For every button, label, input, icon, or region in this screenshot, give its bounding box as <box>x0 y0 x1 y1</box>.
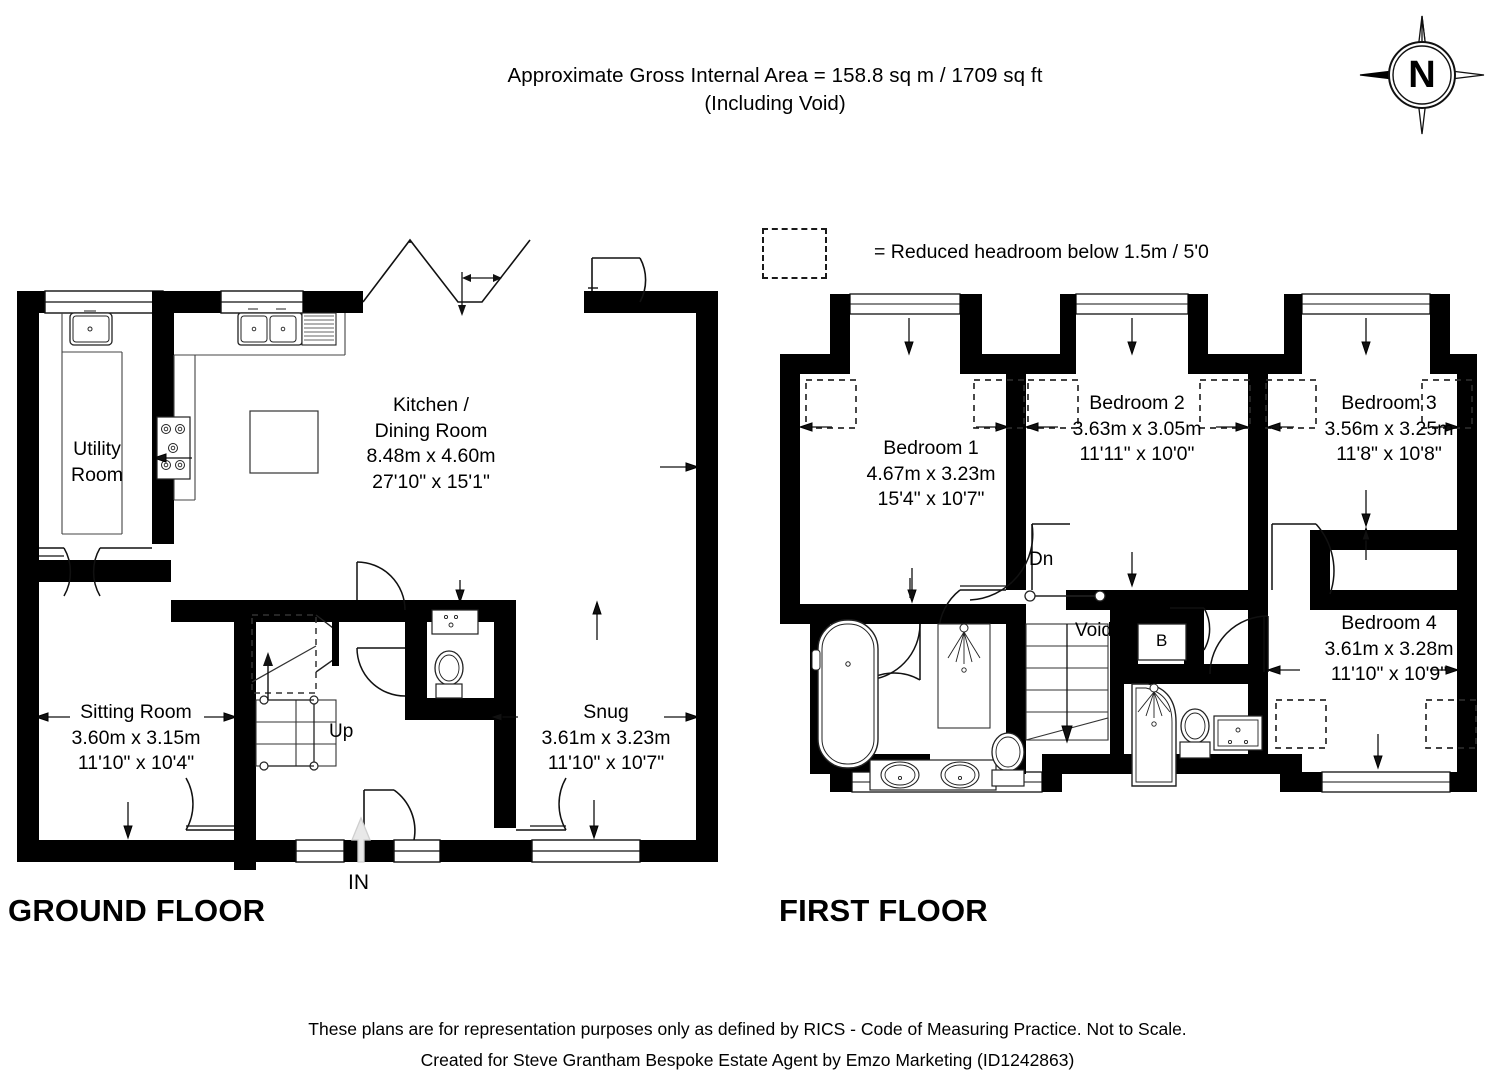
bedroom-1-imperial-dims: 15'4" x 10'7" <box>877 488 985 510</box>
footer-line-credit: Created for Steve Grantham Bespoke Estat… <box>420 1050 1075 1070</box>
bedroom-4-metric-dims: 3.61m x 3.28m <box>1324 637 1454 660</box>
room-label-snug: Snug 3.61m x 3.23m 11'10" x 10'7" <box>506 700 706 777</box>
compass-rose-svg <box>1359 15 1485 135</box>
headroom-legend: = Reduced headroom below 1.5m / 5'0 <box>762 228 1282 288</box>
room-label-kitchen-dining: Kitchen / Dining Room 8.48m x 4.60m 27'1… <box>331 393 531 495</box>
snug-metric-dims: 3.61m x 3.23m <box>541 726 671 749</box>
first-floor-drawing <box>780 293 1477 793</box>
kitchen-name-line2: Dining Room <box>374 419 488 442</box>
bedroom-2-metric-dims: 3.63m x 3.05m <box>1072 417 1202 440</box>
boiler-cupboard-label: B <box>1156 631 1168 650</box>
including-void-text: (Including Void) <box>704 92 846 115</box>
kitchen-metric-dims: 8.48m x 4.60m <box>366 445 496 467</box>
stairs-down-label: Dn <box>1029 549 1054 570</box>
room-label-bedroom-2: Bedroom 2 3.63m x 3.05m 11'11" x 10'0" <box>1037 391 1237 468</box>
ground-floor-title: GROUND FLOOR <box>8 893 266 928</box>
stairs-up-label: Up <box>329 721 354 742</box>
bedroom-1-metric-dims: 4.67m x 3.23m <box>866 462 996 485</box>
room-label-sitting-room: Sitting Room 3.60m x 3.15m 11'10" x 10'4… <box>36 700 236 777</box>
bedroom-2-imperial-dims: 11'11" x 10'0" <box>1079 443 1195 465</box>
bedroom-2-name: Bedroom 2 <box>1089 392 1185 414</box>
sitting-room-metric-dims: 3.60m x 3.15m <box>71 726 201 749</box>
room-label-bedroom-3: Bedroom 3 3.56m x 3.25m 11'8" x 10'8" <box>1289 391 1489 468</box>
ground-floor-plan: Utility Room Kitchen / Dining Room 8.48m… <box>0 0 740 894</box>
room-label-bedroom-4: Bedroom 4 3.61m x 3.28m 11'10" x 10'9" <box>1289 611 1489 688</box>
footer-disclaimer: These plans are for representation purpo… <box>0 1014 1495 1076</box>
utility-name-line1: Utility <box>73 438 121 460</box>
snug-name: Snug <box>583 701 629 723</box>
gross-internal-area-text: Approximate Gross Internal Area = 158.8 … <box>507 64 1043 87</box>
compass-rose-icon: N <box>1358 14 1486 136</box>
kitchen-name-line1: Kitchen / <box>393 394 469 416</box>
area-summary-header: Approximate Gross Internal Area = 158.8 … <box>300 62 1250 118</box>
void-label: Void <box>1075 620 1112 641</box>
first-floor-title: FIRST FLOOR <box>779 893 988 928</box>
room-label-utility: Utility Room <box>47 437 147 488</box>
headroom-legend-text: = Reduced headroom below 1.5m / 5'0 <box>874 241 1209 263</box>
entrance-in-label: IN <box>348 871 369 894</box>
bedroom-3-name: Bedroom 3 <box>1341 392 1437 414</box>
footer-line-rics: These plans are for representation purpo… <box>308 1019 1187 1039</box>
bedroom-4-imperial-dims: 11'10" x 10'9" <box>1330 663 1448 685</box>
room-label-bedroom-1: Bedroom 1 4.67m x 3.23m 15'4" x 10'7" <box>831 436 1031 513</box>
dashed-rectangle-swatch-icon <box>762 228 827 279</box>
bedroom-4-name: Bedroom 4 <box>1341 612 1437 634</box>
kitchen-imperial-dims: 27'10" x 15'1" <box>372 470 490 493</box>
sitting-room-name: Sitting Room <box>80 701 192 723</box>
bedroom-3-imperial-dims: 11'8" x 10'8" <box>1336 443 1442 465</box>
utility-name-line2: Room <box>70 463 124 486</box>
compass-north-letter: N <box>1408 53 1436 96</box>
sitting-room-imperial-dims: 11'10" x 10'4" <box>77 752 195 774</box>
ground-floor-drawing <box>17 238 718 870</box>
bedroom-3-metric-dims: 3.56m x 3.25m <box>1324 417 1454 440</box>
bedroom-1-name: Bedroom 1 <box>883 437 979 459</box>
snug-imperial-dims: 11'10" x 10'7" <box>547 752 665 774</box>
first-floor-plan: Bedroom 1 4.67m x 3.23m 15'4" x 10'7" Be… <box>770 0 1495 880</box>
